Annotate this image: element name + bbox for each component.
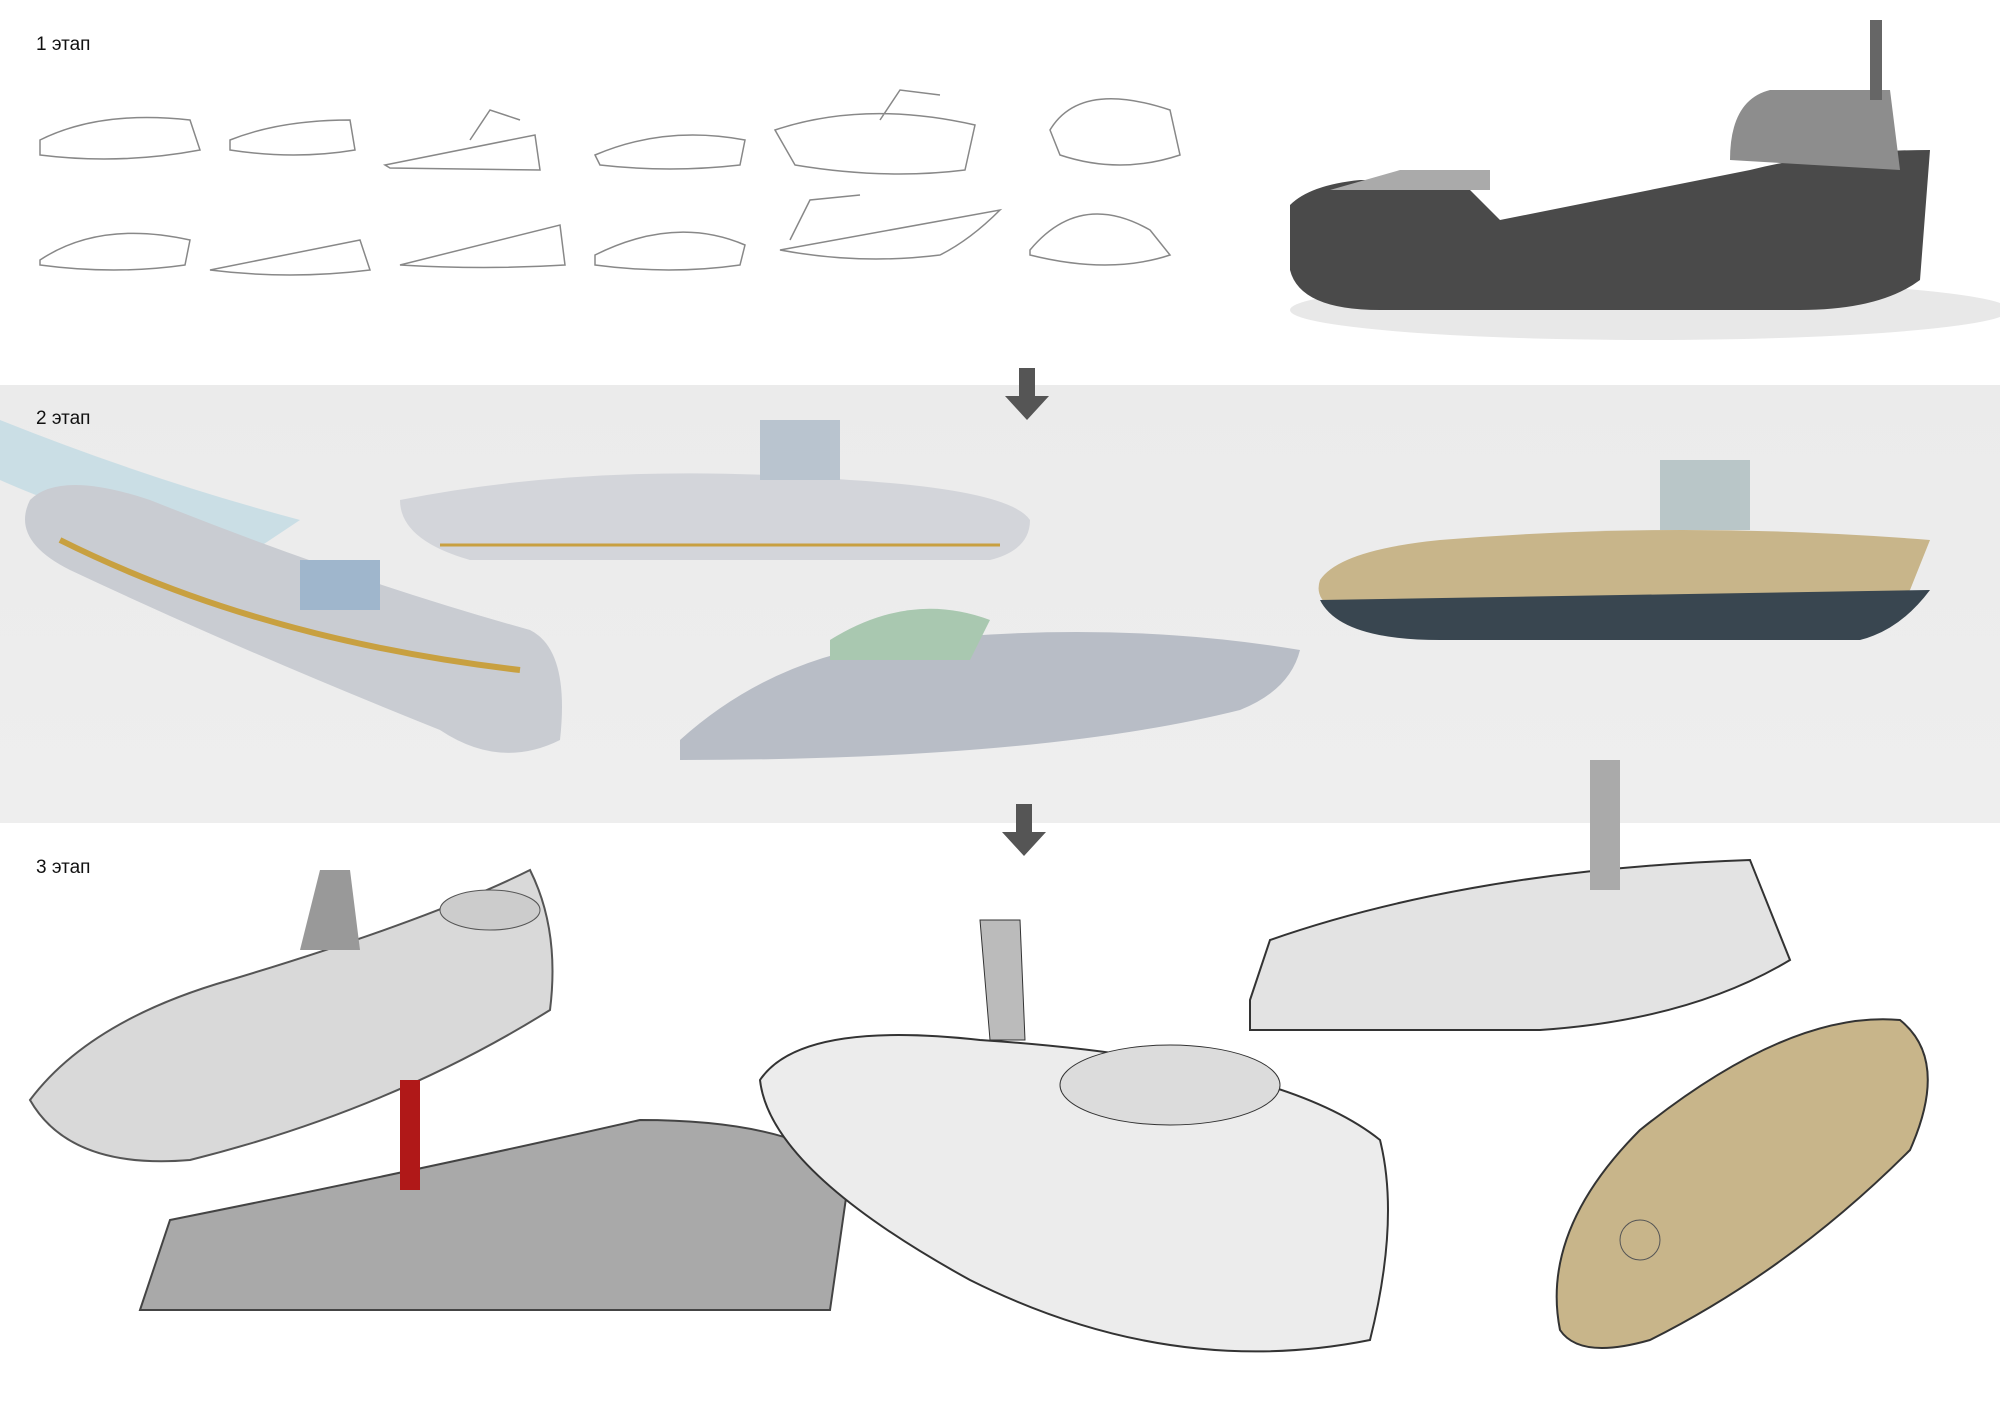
stage-3-label: 3 этап — [36, 857, 91, 878]
stage-1-dark-ship-render — [1290, 20, 2000, 340]
down-arrow-icon — [1002, 804, 1046, 856]
stage-1-sketches — [39, 89, 1181, 276]
down-arrow-icon — [1005, 368, 1049, 420]
stage-2-label: 2 этап — [36, 408, 91, 429]
stage-2-renders — [0, 420, 1930, 760]
stage-1-label: 1 этап — [36, 34, 91, 55]
stage-3-renders — [28, 760, 1929, 1353]
